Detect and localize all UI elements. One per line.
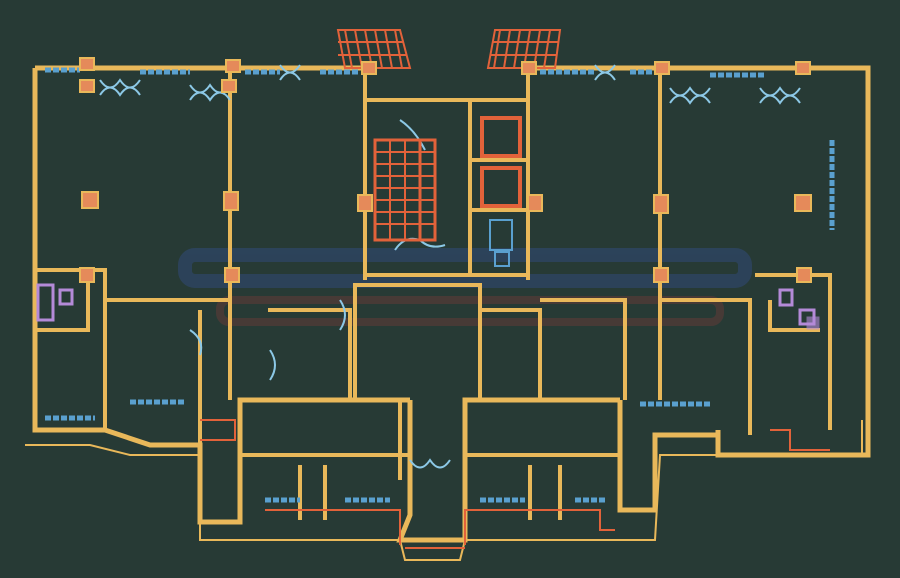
balconies bbox=[336, 29, 562, 69]
railings bbox=[200, 419, 830, 549]
columns bbox=[79, 57, 812, 283]
bathroom-fixtures bbox=[36, 283, 820, 330]
door-swings bbox=[99, 64, 801, 469]
stair-flight bbox=[418, 138, 437, 242]
windows bbox=[45, 67, 835, 503]
service-shafts bbox=[489, 219, 513, 267]
interior-walls bbox=[35, 68, 832, 520]
elevator-shaft bbox=[480, 116, 522, 158]
outer-contour bbox=[25, 420, 863, 561]
watermark bbox=[178, 248, 752, 326]
elevator-shaft bbox=[480, 166, 522, 208]
stair-core bbox=[373, 116, 522, 242]
